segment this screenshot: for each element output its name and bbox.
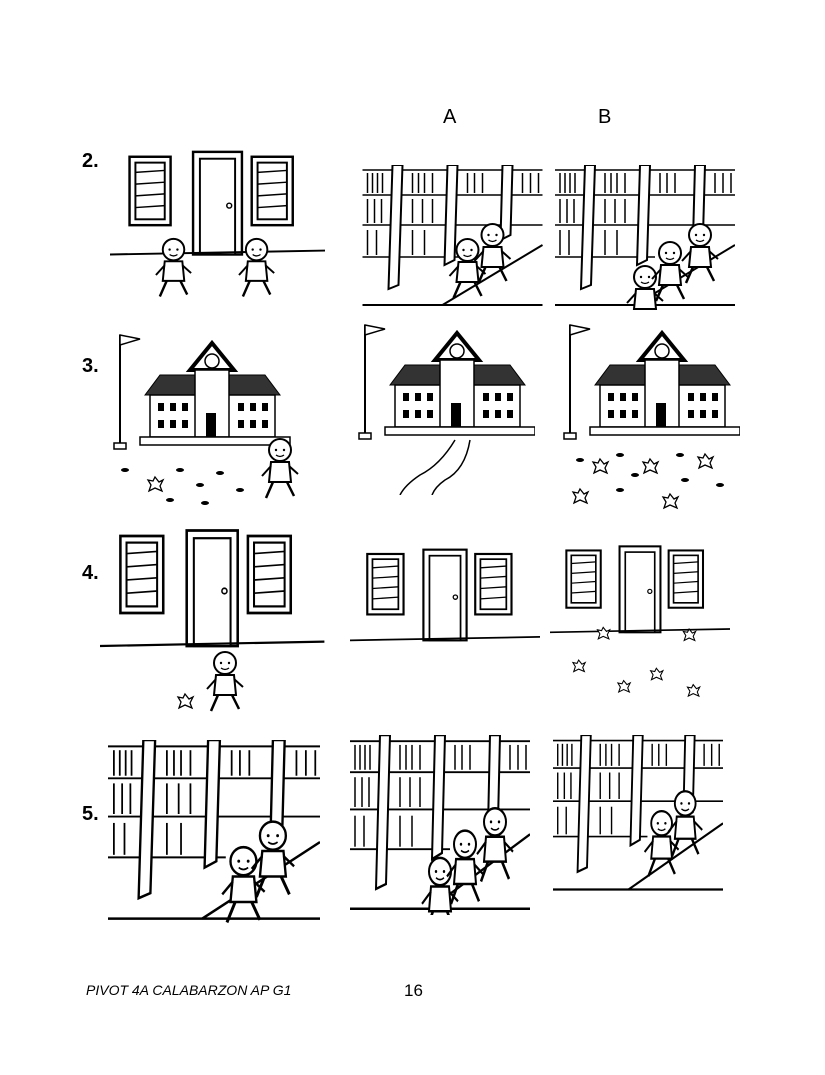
page-number: 16 [404,981,423,1000]
panel-2-choice-a[interactable] [360,165,545,310]
panel-5-picture [108,740,320,925]
footer-source: PIVOT 4A CALABARZON AP G1 [86,982,292,998]
panel-2-choice-b[interactable] [555,165,735,310]
panel-3-choice-b[interactable] [560,315,740,510]
panel-5-choice-b[interactable] [553,735,723,895]
panel-4-picture [95,525,325,715]
item-number-2: 2. [82,150,99,172]
panel-5-choice-a[interactable] [350,735,530,915]
column-label-a: A [443,106,457,128]
item-number-5: 5. [82,803,99,825]
panel-4-choice-b[interactable] [550,525,730,715]
panel-4-choice-a[interactable] [350,535,540,655]
item-number-4: 4. [82,562,99,584]
item-number-3: 3. [82,355,99,377]
panel-3-choice-a[interactable] [350,315,535,495]
column-label-b: B [598,106,612,128]
panel-2-picture [110,145,325,320]
panel-3-picture [110,325,320,510]
